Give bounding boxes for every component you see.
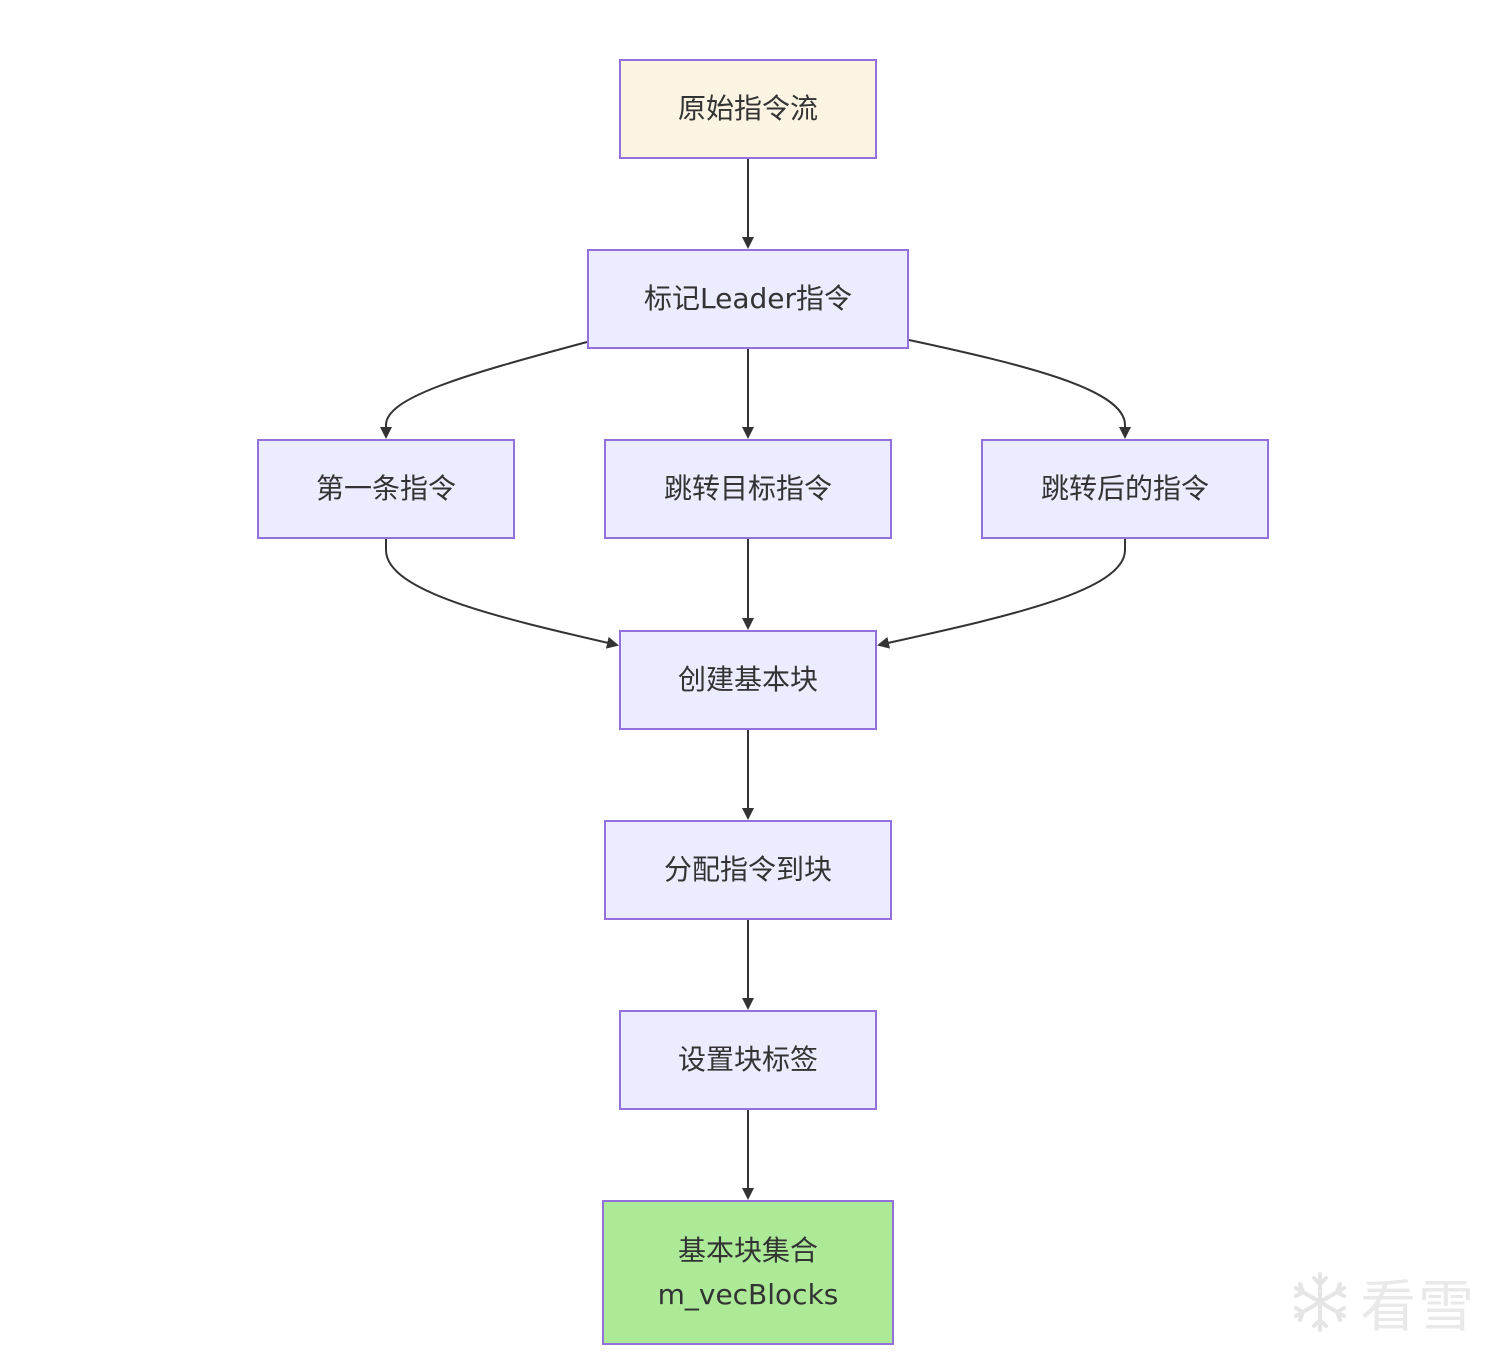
edge-leader-after: [908, 339, 1131, 439]
edge-leader-first: [380, 341, 588, 439]
node-label-line1: 基本块集合: [677, 1233, 818, 1267]
node-mark-leader: 标记Leader指令: [587, 249, 909, 349]
node-label-group: 基本块集合 m_vecBlocks: [658, 1229, 839, 1317]
node-label-line2: m_vecBlocks: [657, 1277, 839, 1311]
node-original-instruction-stream: 原始指令流: [619, 59, 877, 159]
node-basic-block-set: 基本块集合 m_vecBlocks: [602, 1200, 894, 1345]
node-create-basic-block: 创建基本块: [619, 630, 877, 730]
node-assign-instructions: 分配指令到块: [604, 820, 892, 920]
node-label: 标记Leader指令: [643, 282, 852, 315]
node-after-jump: 跳转后的指令: [981, 439, 1269, 539]
node-label: 第一条指令: [315, 472, 456, 505]
node-label: 跳转后的指令: [1040, 472, 1209, 505]
node-label: 原始指令流: [677, 92, 818, 125]
edge-first-create: [385, 539, 619, 649]
node-label: 设置块标签: [677, 1043, 818, 1076]
node-label: 分配指令到块: [663, 853, 832, 886]
watermark: 看雪: [1288, 1262, 1488, 1342]
snowflake-icon: [1294, 1272, 1346, 1332]
node-set-block-label: 设置块标签: [619, 1010, 877, 1110]
node-jump-target: 跳转目标指令: [604, 439, 892, 539]
node-label: 创建基本块: [677, 663, 818, 696]
node-label: 跳转目标指令: [663, 472, 832, 505]
node-first-instruction: 第一条指令: [257, 439, 515, 539]
watermark-text: 看雪: [1360, 1274, 1476, 1340]
edge-after-create: [877, 539, 1126, 649]
